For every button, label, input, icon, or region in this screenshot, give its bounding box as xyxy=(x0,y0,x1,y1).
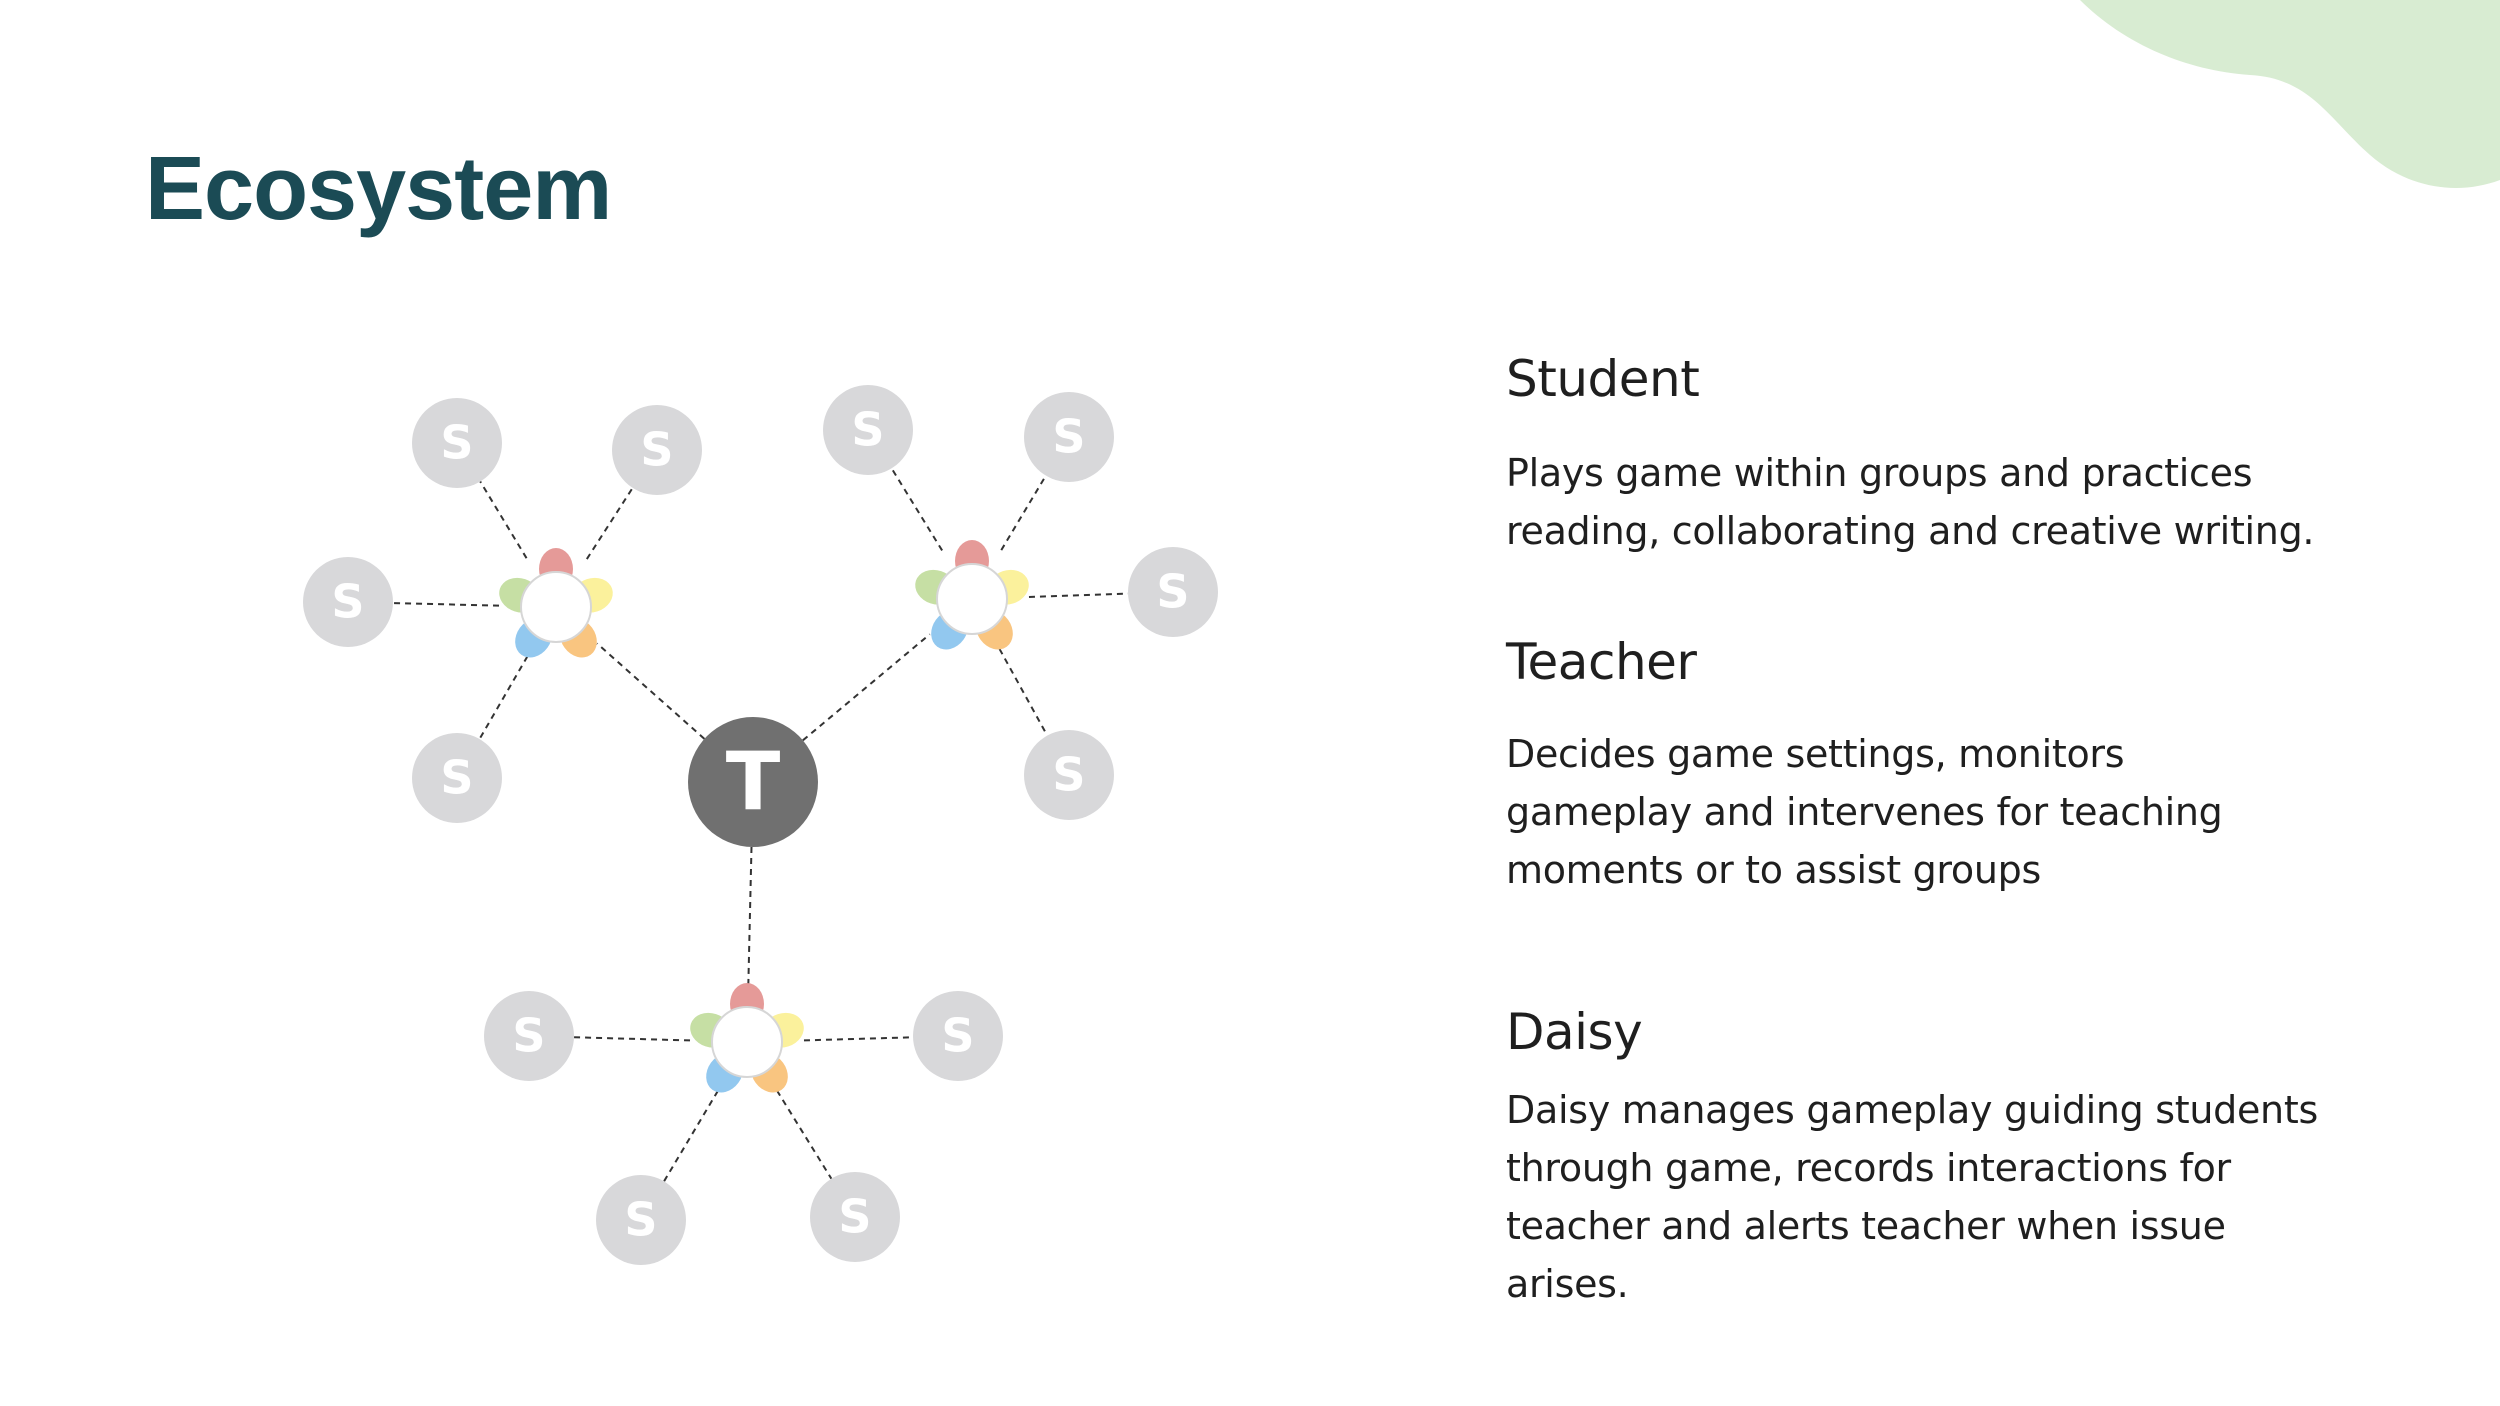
role-teacher: Teacher Decides game settings, monitors … xyxy=(1506,633,2406,899)
daisy-center xyxy=(936,563,1008,635)
student-circle xyxy=(612,405,702,495)
connector-teacher-daisy-1 xyxy=(596,642,706,740)
student-node: S xyxy=(1024,730,1114,820)
connector-daisy-1-student-3 xyxy=(392,602,500,607)
daisy-flower-icon xyxy=(690,983,804,1093)
student-label: S xyxy=(838,1190,871,1244)
student-circle xyxy=(1024,392,1114,482)
teacher-node: T xyxy=(688,717,818,847)
student-node: S xyxy=(412,398,502,488)
student-node: S xyxy=(484,991,574,1081)
student-nodes: S S S S S S S S S S S S xyxy=(303,385,1218,1265)
connector-daisy-3-student-4 xyxy=(776,1089,833,1180)
student-circle xyxy=(823,385,913,475)
student-label: S xyxy=(1156,565,1189,619)
student-label: S xyxy=(440,416,473,470)
student-node: S xyxy=(913,991,1003,1081)
daisy-flower-icon xyxy=(499,548,613,658)
role-student: Student Plays game within groups and pra… xyxy=(1506,350,2406,560)
student-label: S xyxy=(640,423,673,477)
student-node: S xyxy=(303,557,393,647)
student-circle xyxy=(596,1175,686,1265)
student-label: S xyxy=(624,1193,657,1247)
role-description-teacher: Decides game settings, monitors gameplay… xyxy=(1506,732,2223,892)
student-label: S xyxy=(1052,748,1085,802)
student-circle xyxy=(1128,547,1218,637)
connector-teacher-daisy-3 xyxy=(747,846,753,988)
connector-daisy-3-student-2 xyxy=(803,1036,914,1042)
connector-daisy-2-student-1 xyxy=(890,467,943,551)
student-label: S xyxy=(941,1009,974,1063)
connector-daisy-3-student-1 xyxy=(573,1036,691,1042)
student-node: S xyxy=(412,733,502,823)
daisy-flower-icon xyxy=(915,540,1029,650)
student-circle xyxy=(412,398,502,488)
connector-daisy-1-student-1 xyxy=(479,481,528,559)
role-daisy: Daisy Daisy manages gameplay guiding stu… xyxy=(1506,1003,2406,1313)
student-label: S xyxy=(331,575,364,629)
connector-daisy-2-student-2 xyxy=(1000,475,1047,551)
student-circle xyxy=(412,733,502,823)
teacher-label: T xyxy=(726,735,781,828)
student-label: S xyxy=(1052,410,1085,464)
student-circle xyxy=(913,991,1003,1081)
role-description-student: Plays game within groups and practices r… xyxy=(1506,451,2315,553)
student-circle xyxy=(1024,730,1114,820)
student-circle xyxy=(303,557,393,647)
role-heading-teacher: Teacher xyxy=(1506,633,1697,691)
connector-daisy-1-student-2 xyxy=(585,487,634,560)
student-label: S xyxy=(512,1009,545,1063)
daisy-nodes xyxy=(499,540,1029,1093)
page-title: Ecosystem xyxy=(145,139,612,239)
connector-daisy-1-student-4 xyxy=(478,655,529,740)
connector-daisy-2-student-4 xyxy=(998,648,1049,737)
student-circle xyxy=(484,991,574,1081)
connector-lines xyxy=(392,467,1129,1182)
connector-daisy-2-student-3 xyxy=(1028,592,1129,599)
role-heading-daisy: Daisy xyxy=(1506,1003,1643,1061)
student-label: S xyxy=(851,403,884,457)
student-label: S xyxy=(440,751,473,805)
student-node: S xyxy=(596,1175,686,1265)
student-node: S xyxy=(1128,547,1218,637)
role-description-daisy: Daisy manages gameplay guiding students … xyxy=(1506,1088,2318,1306)
student-node: S xyxy=(612,405,702,495)
teacher-circle xyxy=(688,717,818,847)
role-heading-student: Student xyxy=(1506,350,1700,408)
student-node: S xyxy=(823,385,913,475)
student-node: S xyxy=(1024,392,1114,482)
connector-teacher-daisy-2 xyxy=(802,633,931,742)
connector-daisy-3-student-3 xyxy=(663,1090,719,1182)
daisy-center xyxy=(711,1006,783,1078)
student-circle xyxy=(810,1172,900,1262)
student-node: S xyxy=(810,1172,900,1262)
daisy-center xyxy=(520,571,592,643)
